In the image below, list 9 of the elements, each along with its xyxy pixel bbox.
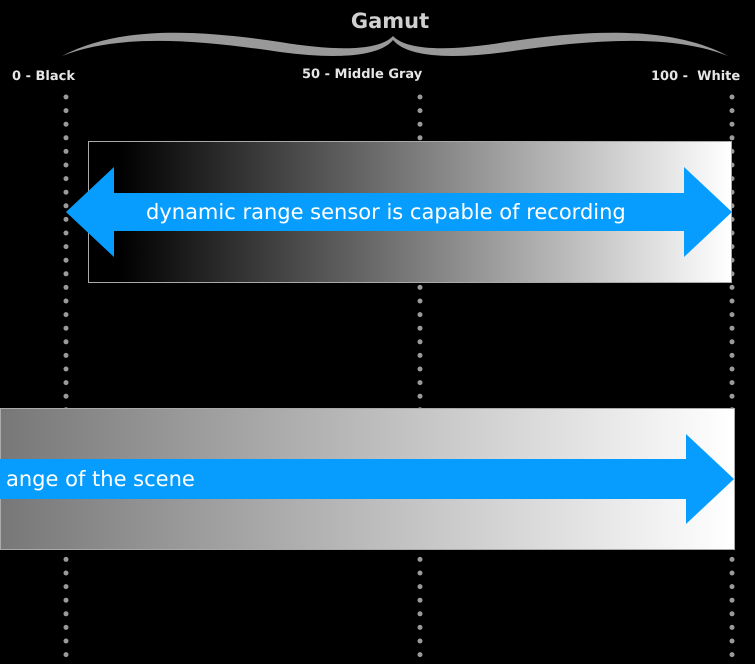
arrow-label: dynamic range sensor is capable of recording: [146, 202, 626, 223]
scale-label: 100 - White: [651, 68, 740, 86]
curly-brace: [62, 32, 728, 58]
scale-label: 50 - Middle Gray: [302, 66, 422, 84]
scale-label: 0 - Black: [12, 68, 75, 86]
arrow: [0, 434, 734, 524]
arrow-label: ange of the scene: [6, 469, 195, 490]
gradient-bar: [0, 408, 735, 550]
title: Gamut: [350, 8, 430, 35]
